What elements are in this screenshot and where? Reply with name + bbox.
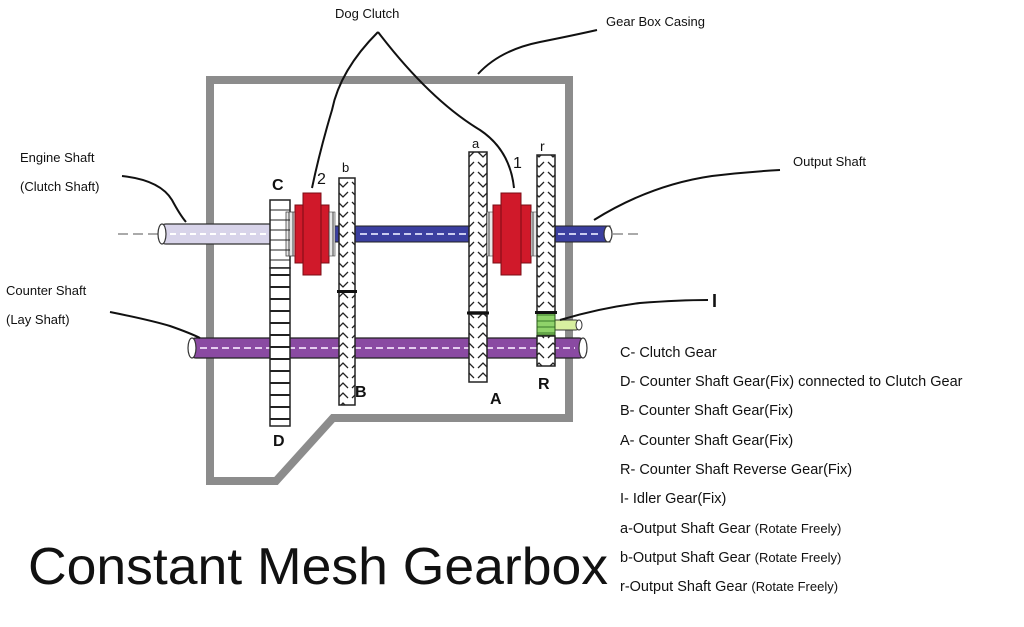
- legend-item: b-Output Shaft Gear (Rotate Freely): [620, 550, 841, 566]
- callout-counter-shaft-1: Counter Shaft: [6, 283, 87, 298]
- leader-counter-shaft: [109, 311, 201, 339]
- callout-engine-shaft-2: (Clutch Shaft): [20, 179, 99, 194]
- label-r: r: [540, 138, 545, 154]
- leader-casing: [477, 29, 598, 75]
- legend-item: C- Clutch Gear: [620, 345, 717, 361]
- callout-casing: Gear Box Casing: [606, 14, 705, 29]
- callout-lines: [109, 29, 781, 339]
- callout-dog-clutch: Dog Clutch: [335, 6, 399, 21]
- diagram-title: Constant Mesh Gearbox: [28, 538, 608, 596]
- legend-item: D- Counter Shaft Gear(Fix) connected to …: [620, 374, 963, 390]
- dog-clutch-1: [486, 192, 538, 276]
- leader-dog-clutch-1: [377, 31, 515, 189]
- idler-gear: [536, 312, 556, 336]
- legend-item: a-Output Shaft Gear (Rotate Freely): [620, 521, 841, 537]
- legend-item: r-Output Shaft Gear (Rotate Freely): [620, 579, 838, 595]
- counter-shaft-end-right: [578, 337, 588, 359]
- leader-engine-shaft: [121, 175, 187, 223]
- counter-shaft-end-left: [187, 337, 197, 359]
- legend-item: R- Counter Shaft Reverse Gear(Fix): [620, 462, 852, 478]
- gear-d: [269, 267, 291, 427]
- callout-counter-shaft-2: (Lay Shaft): [6, 312, 70, 327]
- label-B: B: [355, 384, 367, 401]
- gear-c-teeth: [270, 209, 290, 261]
- legend-item: A- Counter Shaft Gear(Fix): [620, 433, 793, 449]
- label-I: I: [712, 291, 717, 311]
- engine-shaft: [159, 223, 276, 245]
- legend: C- Clutch Gear D- Counter Shaft Gear(Fix…: [620, 345, 963, 595]
- gear-R-lower: [536, 335, 556, 367]
- leader-idler: [559, 299, 709, 321]
- output-shaft-end: [603, 225, 613, 243]
- label-R: R: [538, 376, 550, 393]
- label-a: a: [472, 136, 480, 151]
- gear-B-lower: [338, 291, 356, 406]
- legend-item: I- Idler Gear(Fix): [620, 491, 726, 507]
- label-A: A: [490, 391, 502, 408]
- dog-clutch-2: [294, 192, 336, 276]
- leader-dog-clutch-2: [311, 31, 379, 189]
- engine-shaft-end: [157, 223, 167, 245]
- label-2: 2: [317, 171, 326, 188]
- legend-item: B- Counter Shaft Gear(Fix): [620, 403, 793, 419]
- gearbox-casing: [206, 76, 573, 485]
- label-b: b: [342, 160, 349, 175]
- gear-b-upper: [338, 177, 356, 292]
- callout-engine-shaft-1: Engine Shaft: [20, 150, 95, 165]
- label-C: C: [272, 177, 284, 194]
- gear-r-upper: [536, 154, 556, 313]
- gear-a-upper: [468, 151, 488, 313]
- gear-A-lower: [468, 313, 488, 383]
- label-D: D: [273, 433, 285, 450]
- label-1: 1: [513, 155, 522, 172]
- idler-shaft-end: [575, 319, 583, 331]
- leader-output-shaft: [593, 169, 781, 221]
- callout-output-shaft: Output Shaft: [793, 154, 866, 169]
